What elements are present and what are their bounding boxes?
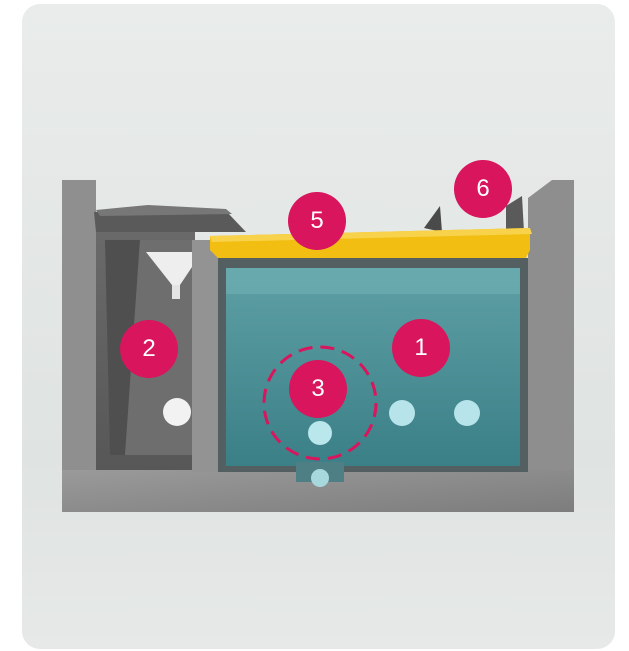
funnel-spout xyxy=(172,285,180,299)
marker-1: 1 xyxy=(392,319,450,377)
divider-wall xyxy=(192,240,218,472)
marker-5: 5 xyxy=(288,192,346,250)
pipe-opening-right-b xyxy=(454,400,480,426)
marker-3: 3 xyxy=(289,360,347,418)
pipe-opening-right-a xyxy=(389,400,415,426)
water-surface-band xyxy=(226,268,520,294)
water-body xyxy=(226,268,520,466)
right-vent-left xyxy=(424,206,442,232)
outlet-pipe xyxy=(311,469,329,487)
pipe-opening-center xyxy=(308,421,332,445)
right-wall xyxy=(528,180,574,470)
left-wall xyxy=(62,180,96,470)
marker-2: 2 xyxy=(120,320,178,378)
pipe-opening-left xyxy=(163,398,191,426)
marker-6: 6 xyxy=(454,160,512,218)
